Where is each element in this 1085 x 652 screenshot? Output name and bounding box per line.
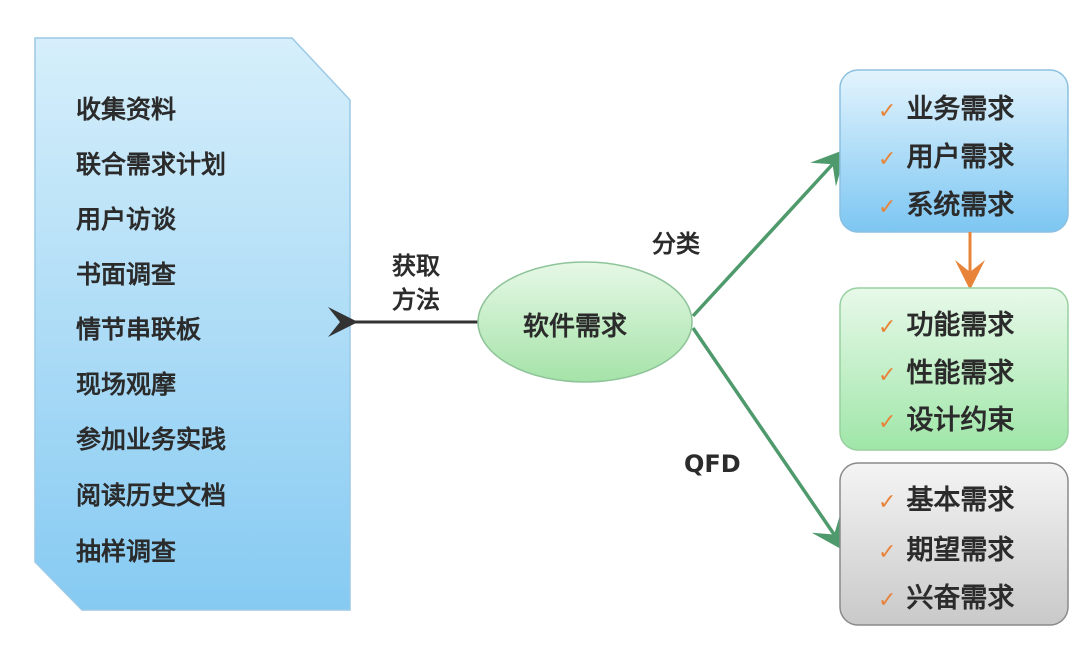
check-icon: ✓ [878,588,897,613]
system-detail-item: ✓设计约束 [878,405,1015,436]
qfd-arrow [691,327,846,552]
system-detail-item: ✓功能需求 [878,310,1015,341]
classify-arrow [691,148,847,318]
check-icon: ✓ [878,490,897,515]
check-icon: ✓ [878,315,897,340]
qfd-item: ✓兴奋需求 [878,583,1015,614]
method-item: 阅读历史文档 [76,481,227,510]
classification-box [839,69,1069,233]
system-detail-box [839,287,1069,451]
method-item: 用户访谈 [76,205,177,234]
check-icon: ✓ [878,363,897,388]
qfd-item: ✓期望需求 [878,535,1015,566]
check-icon: ✓ [878,99,897,124]
center-node [477,261,693,383]
method-item: 收集资料 [76,95,177,124]
method-item: 书面调查 [76,260,177,289]
check-icon: ✓ [878,410,897,435]
system-detail-item: ✓性能需求 [878,358,1015,389]
classification-item: ✓用户需求 [878,142,1015,173]
method-item: 联合需求计划 [76,150,227,179]
method-item: 情节串联板 [76,315,202,344]
method-item: 抽样调查 [76,537,177,566]
method-item: 参加业务实践 [76,425,227,454]
qfd-label: QFD [684,450,741,478]
classification-item: ✓业务需求 [878,94,1015,125]
classify-label: 分类 [652,230,700,258]
acquire-label-line1: 获取 [392,252,440,280]
classification-item: ✓系统需求 [878,190,1015,221]
acquire-label-line2: 方法 [392,286,440,314]
check-icon: ✓ [878,540,897,565]
qfd-item: ✓基本需求 [878,485,1015,516]
check-icon: ✓ [878,147,897,172]
check-icon: ✓ [878,195,897,220]
methods-box [34,37,351,611]
center-label: 软件需求 [523,312,628,342]
qfd-box [839,462,1069,626]
method-item: 现场观摩 [76,370,177,399]
